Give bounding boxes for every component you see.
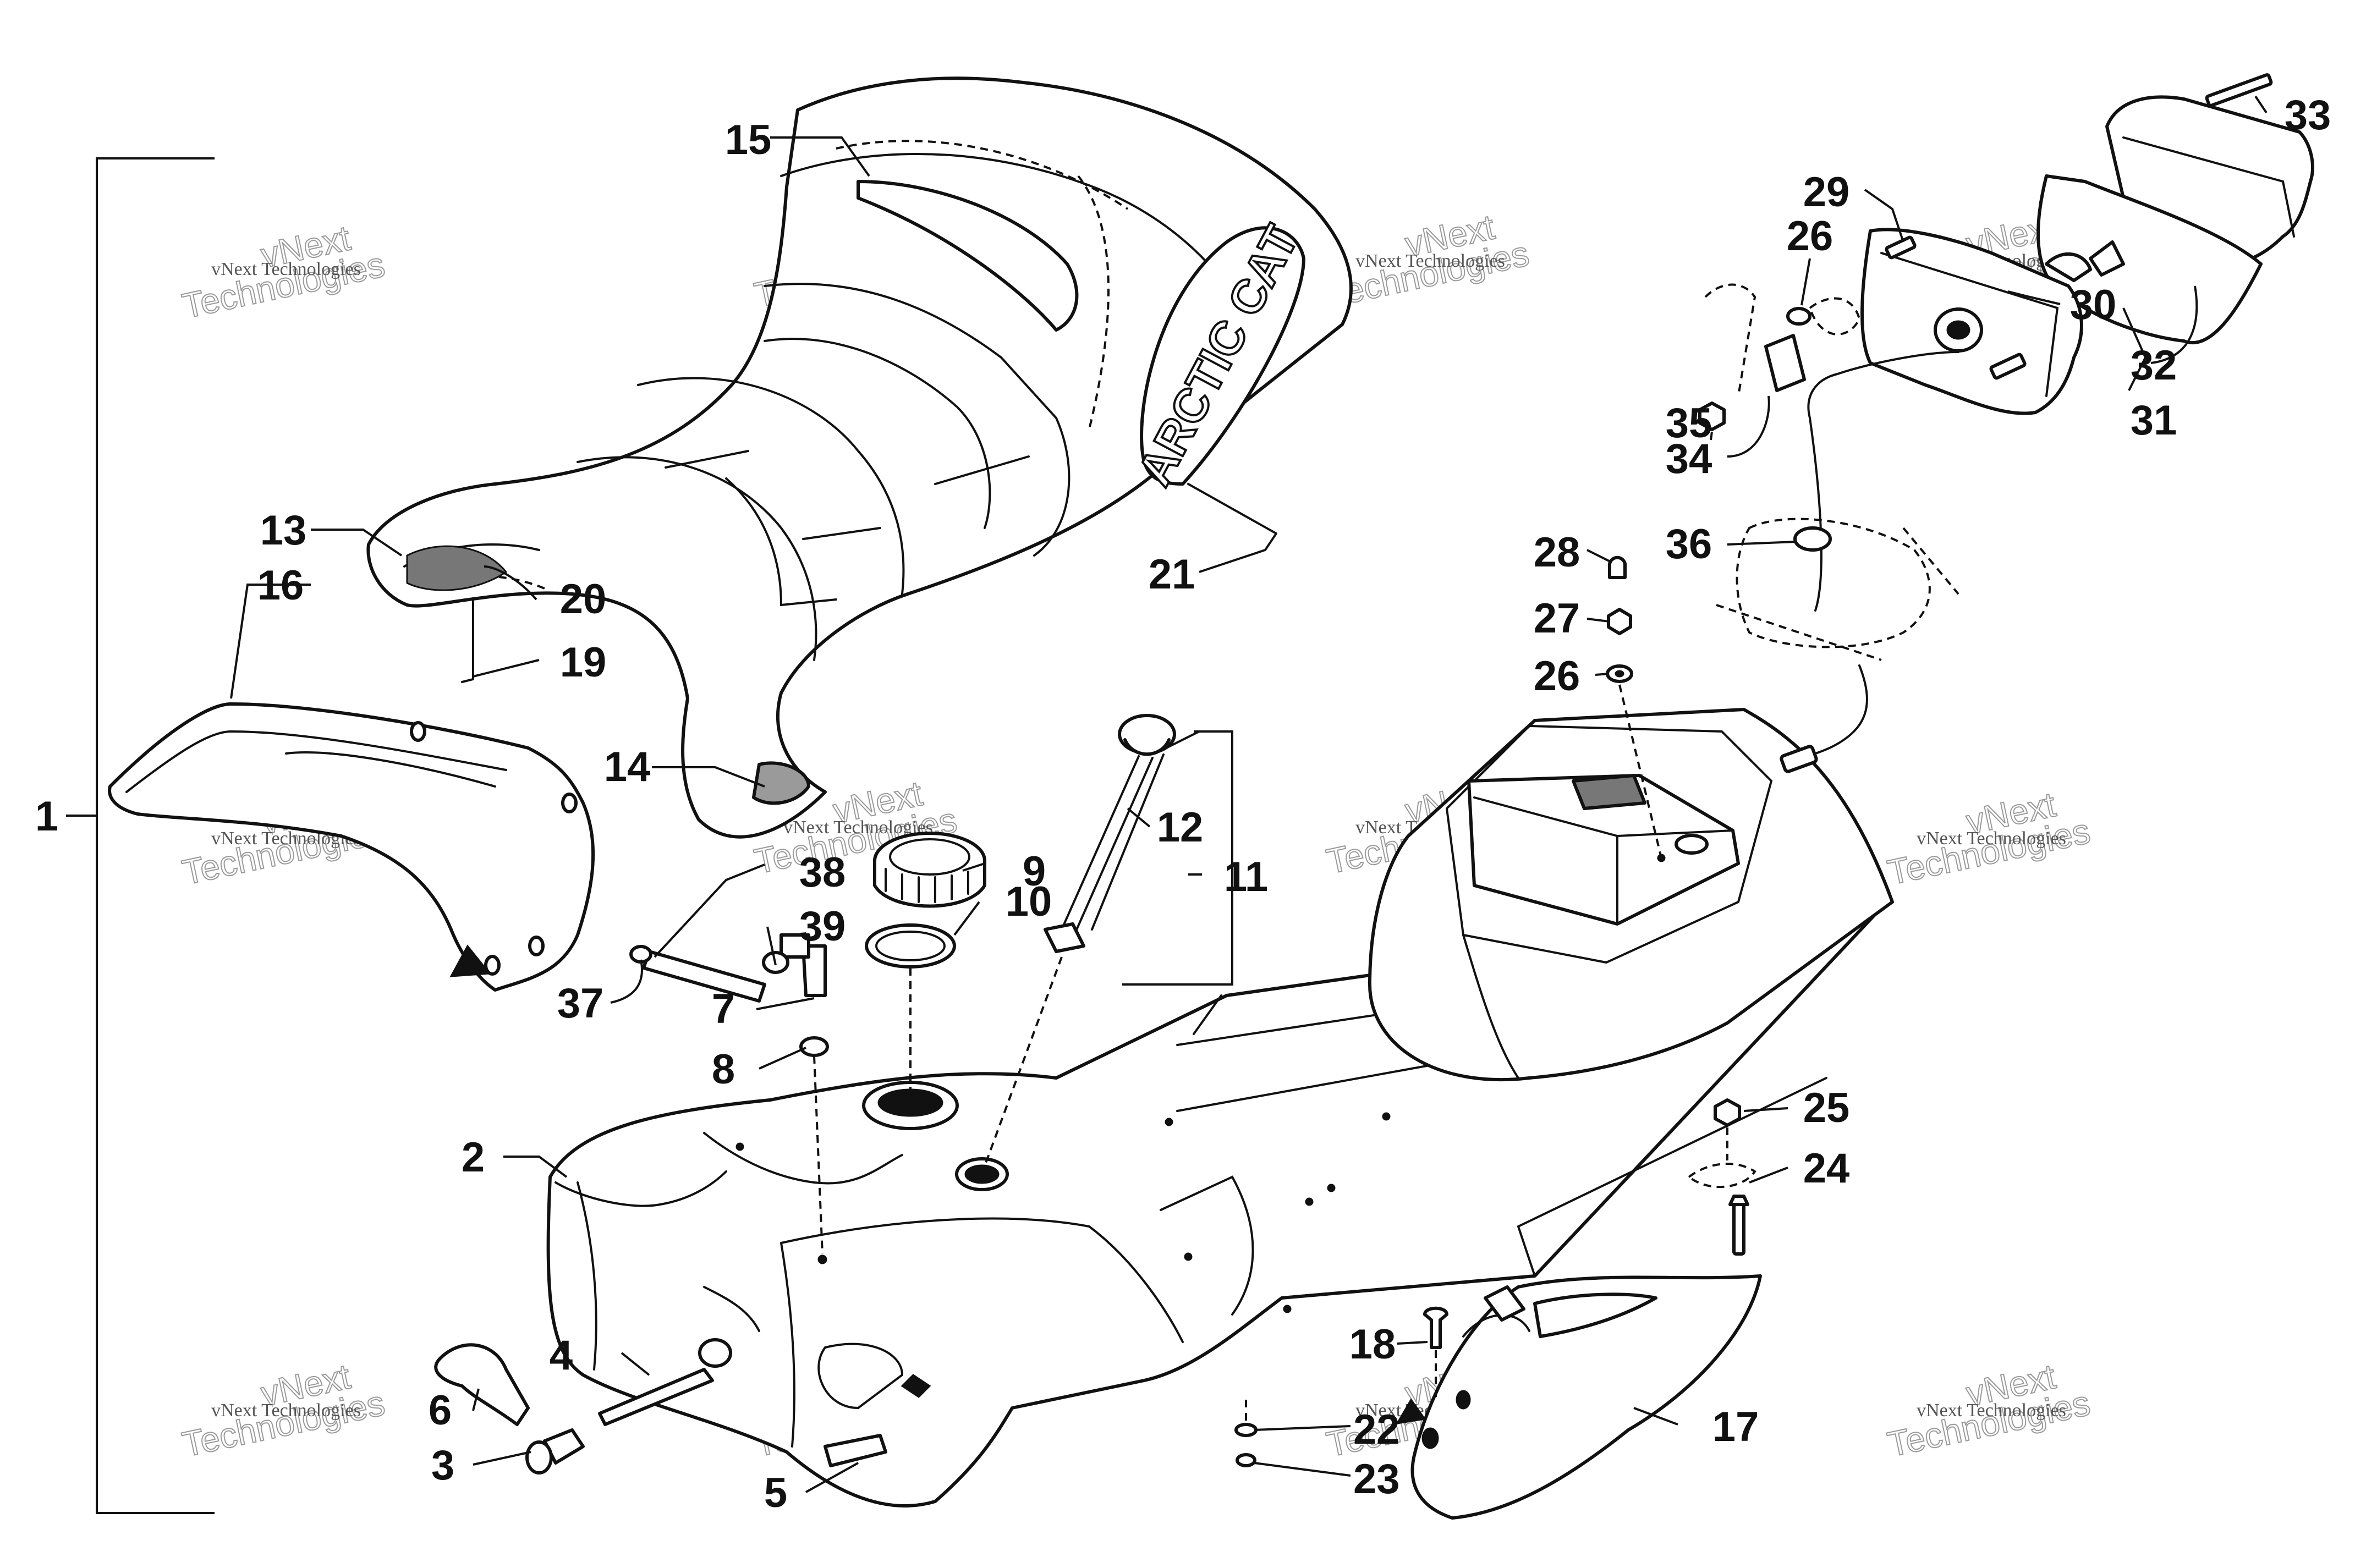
- watermark: vNext Technologies vNext Technologies: [1884, 1356, 2094, 1465]
- callout-4: 4: [550, 1332, 573, 1379]
- part-27-nut: [1607, 608, 1632, 635]
- callout-21: 21: [1149, 551, 1195, 598]
- svg-text:vNext Technologies: vNext Technologies: [1917, 1400, 2066, 1421]
- callout-29: 29: [1803, 169, 1850, 216]
- callout-30: 30: [2070, 282, 2117, 328]
- leader-lines: [230, 95, 2268, 1493]
- tail-light-assembly: [1698, 73, 2314, 773]
- part-24-bolt: [1732, 1203, 1745, 1256]
- callout-26-lower: 26: [1534, 653, 1580, 700]
- part-36-wire-harness: [1807, 351, 1959, 612]
- callout-36: 36: [1666, 521, 1712, 568]
- callout-14: 14: [604, 744, 651, 790]
- part-38-hose: [642, 950, 766, 1003]
- seat-cushion: [108, 702, 595, 992]
- callout-26-upper: 26: [1787, 213, 1833, 260]
- callout-8: 8: [712, 1046, 735, 1093]
- callout-9: 9: [1023, 848, 1046, 895]
- svg-text:vNext Technologies: vNext Technologies: [211, 1400, 361, 1421]
- part-18-screw: [1423, 1306, 1448, 1349]
- svg-text:vNext Technologies: vNext Technologies: [211, 259, 361, 279]
- callout-18: 18: [1349, 1321, 1396, 1368]
- callout-34: 34: [1666, 436, 1712, 482]
- callout-19: 19: [560, 639, 607, 686]
- assembly-bracket: [96, 157, 215, 1514]
- part-22-washer: [1234, 1423, 1258, 1437]
- part-5-bracket: [824, 1434, 887, 1467]
- part-4-rod: [598, 1368, 714, 1426]
- callout-23: 23: [1353, 1456, 1400, 1503]
- part-25-nut: [1714, 1098, 1741, 1127]
- warning-triangle: [449, 944, 491, 977]
- fuel-cap: [873, 832, 986, 908]
- callout-12: 12: [1157, 804, 1204, 851]
- part-37-clamp: [629, 945, 652, 964]
- callout-1: 1: [35, 793, 58, 840]
- callout-15: 15: [725, 117, 772, 163]
- fuel-sender: [1044, 714, 1176, 953]
- callout-2: 2: [462, 1134, 485, 1181]
- callout-17: 17: [1712, 1404, 1759, 1450]
- callout-35: 35: [1666, 400, 1712, 447]
- callout-6: 6: [429, 1387, 452, 1434]
- part-34-bracket: [1764, 334, 1806, 392]
- watermark: vNext Technologies vNext Technologies: [1884, 784, 2094, 893]
- part-28-cap: [1608, 555, 1627, 579]
- svg-text:vNext Technologies: vNext Technologies: [1355, 251, 1505, 271]
- watermark: vNext Technologies vNext Technologies: [178, 217, 388, 326]
- part-33-screw: [2205, 73, 2273, 107]
- callout-10: 10: [1006, 878, 1052, 925]
- callout-22: 22: [1353, 1406, 1400, 1453]
- callout-7: 7: [712, 986, 735, 1032]
- seat: ARCTIC CAT: [366, 76, 1353, 839]
- callout-32: 32: [2131, 342, 2177, 389]
- callout-38: 38: [799, 849, 846, 896]
- callout-37: 37: [557, 980, 604, 1027]
- callout-16: 16: [257, 562, 304, 609]
- callout-24: 24: [1803, 1145, 1850, 1192]
- callout-13: 13: [260, 507, 307, 554]
- seat-patch-14: [752, 761, 810, 805]
- callout-33: 33: [2285, 92, 2331, 139]
- part-35-nut: [1698, 401, 1726, 431]
- warning-triangle: [1396, 1398, 1426, 1424]
- svg-text:vNext Technologies: vNext Technologies: [1917, 828, 2066, 849]
- callout-20: 20: [560, 576, 607, 623]
- callout-27: 27: [1534, 595, 1580, 642]
- part-6-strap: [434, 1343, 530, 1426]
- callout-labels: 1 2 3 4 5 6 7 8 9 10 11 12 13 14 15 16 1…: [35, 92, 2331, 1516]
- part-26-washer-top: [1786, 307, 1811, 326]
- watermark: vNext Technologies vNext Technologies: [178, 1356, 388, 1465]
- callout-39: 39: [799, 903, 846, 950]
- callout-31: 31: [2131, 397, 2177, 444]
- seat-foam-patch: [406, 545, 508, 591]
- callout-28: 28: [1534, 529, 1580, 576]
- part-23-rivet: [1236, 1453, 1256, 1467]
- part-8-grommet: [799, 1036, 829, 1057]
- storage-compartment: [1368, 708, 1894, 1082]
- callout-3: 3: [431, 1442, 454, 1489]
- seat-strap-15: [857, 180, 1079, 332]
- callout-5: 5: [764, 1470, 787, 1516]
- snow-flap: [1396, 1274, 1762, 1520]
- callout-11: 11: [1224, 854, 1268, 900]
- callout-25: 25: [1803, 1085, 1850, 1131]
- watermark: vNext Technologies vNext Technologies: [1322, 206, 1533, 315]
